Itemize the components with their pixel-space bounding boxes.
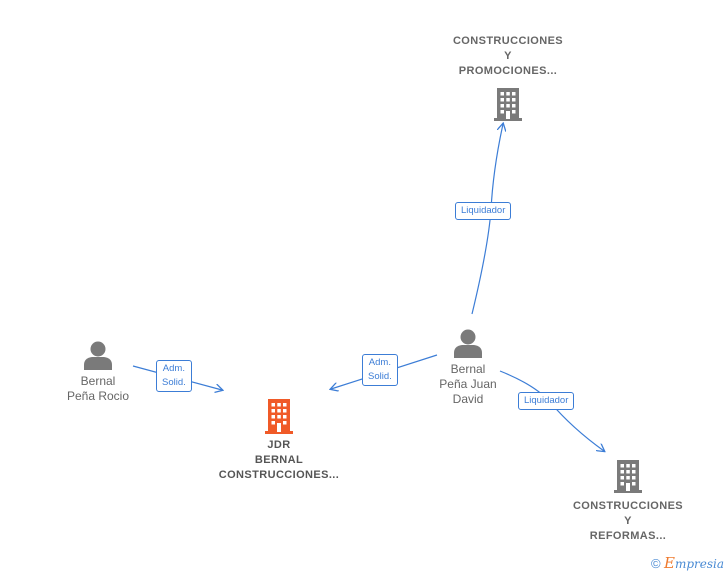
person-name-line: Peña Rocio — [66, 389, 130, 403]
brand-initial: E — [663, 554, 675, 572]
edge-label-line: Liquidador — [461, 205, 506, 216]
node-company-top[interactable]: CONSTRUCCIONES Y PROMOCIONES... — [438, 34, 578, 121]
company-name-line: CONSTRUCCIONES... — [218, 469, 340, 481]
person-name-line: David — [452, 392, 484, 406]
node-person-right[interactable]: Bernal Peña Juan David — [418, 328, 518, 407]
company-name-line: CONSTRUCCIONES — [572, 500, 684, 512]
building-icon — [614, 460, 642, 493]
node-person-left[interactable]: Bernal Peña Rocio — [48, 340, 148, 404]
company-name-line: BERNAL — [254, 454, 304, 466]
edge-label-line: Solid. — [368, 371, 392, 382]
edge-label-line: Solid. — [162, 377, 186, 388]
company-name-line: Y — [504, 50, 512, 62]
company-name-line: REFORMAS... — [589, 530, 667, 542]
copyright-symbol: © — [651, 556, 661, 571]
brand-name: mpresia — [674, 557, 724, 571]
edge-label-right-to-bottom: Liquidador — [518, 392, 575, 410]
person-name-line: Bernal — [450, 362, 486, 376]
edge-label-line: Adm. — [368, 357, 391, 368]
node-company-bottom[interactable]: CONSTRUCCIONES Y REFORMAS... — [558, 459, 698, 544]
company-name-line: CONSTRUCCIONES — [452, 35, 564, 47]
person-icon — [454, 329, 482, 358]
edge-label-right-to-main: Adm. Solid. — [362, 354, 398, 386]
building-icon — [265, 399, 293, 434]
person-name-line: Peña Juan — [439, 377, 497, 391]
person-name-line: Bernal — [80, 374, 116, 388]
building-icon — [494, 88, 522, 121]
edge-label-line: Adm. — [162, 363, 185, 374]
person-icon — [84, 341, 112, 370]
node-company-main[interactable]: JDR BERNAL CONSTRUCCIONES... — [204, 398, 354, 483]
company-name-line: JDR — [267, 439, 291, 451]
edge-label-left-to-main: Adm. Solid. — [156, 360, 192, 392]
edge-label-right-to-top: Liquidador — [455, 202, 512, 220]
brand-footer: © Empresia — [651, 554, 724, 572]
company-name-line: Y — [624, 515, 632, 527]
edge-label-line: Liquidador — [524, 395, 569, 406]
company-name-line: PROMOCIONES... — [458, 65, 558, 77]
